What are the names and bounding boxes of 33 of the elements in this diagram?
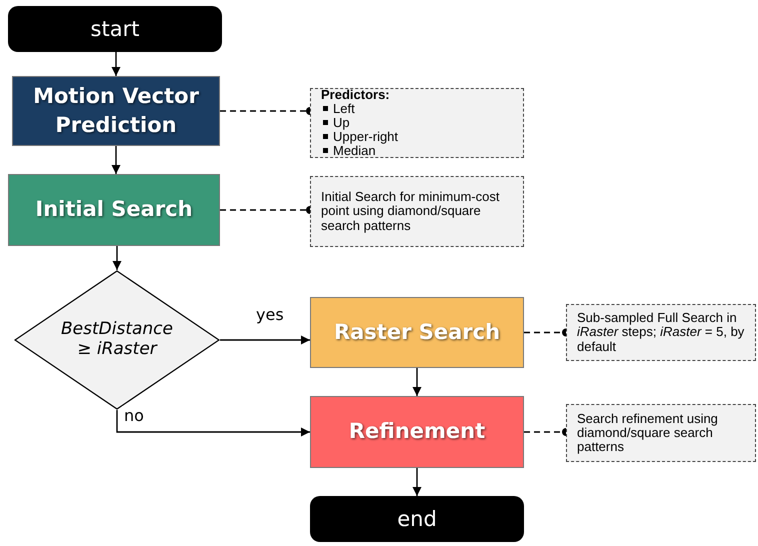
list-item: Up: [321, 116, 513, 130]
arrow: [220, 336, 310, 344]
node-label: Refinement: [348, 418, 486, 446]
decision-diamond: [14, 270, 220, 410]
arrow: [112, 52, 120, 76]
node-label: end: [397, 507, 437, 531]
list-item: Left: [321, 102, 513, 116]
note-heading: Predictors:: [321, 88, 391, 102]
annotation-box: [566, 304, 756, 361]
terminal-box: [8, 6, 222, 52]
process-box: [8, 174, 220, 246]
note-text: Search refinement using diamond/square search patterns: [577, 412, 719, 454]
note-text: Initial Search for minimum-cost point using diamond/square search patterns: [321, 190, 500, 233]
annotation-box: [310, 88, 524, 158]
arrow: [116, 410, 310, 436]
list-item: Median: [321, 144, 513, 158]
node-label: Raster Search: [334, 318, 500, 346]
node-label: start: [90, 17, 140, 41]
arrow: [412, 468, 422, 496]
annotation-box: [566, 404, 756, 462]
process-box: [310, 396, 524, 468]
arrow: [112, 146, 120, 174]
condition-text: BestDistance ≥ iRaster: [61, 320, 173, 360]
node-label: Initial Search: [35, 196, 193, 224]
process-box: [12, 76, 220, 146]
note-text: Sub-sampled Full Search in iRaster steps; iRaster = 5, by default: [577, 311, 745, 354]
node-label: Motion Vector Prediction: [32, 82, 200, 139]
annotation-box: [310, 176, 524, 247]
arrow: [112, 246, 122, 270]
arrow: [412, 368, 422, 396]
terminal-box: [310, 496, 524, 542]
process-box: [310, 297, 524, 368]
list-item: Upper-right: [321, 130, 513, 144]
